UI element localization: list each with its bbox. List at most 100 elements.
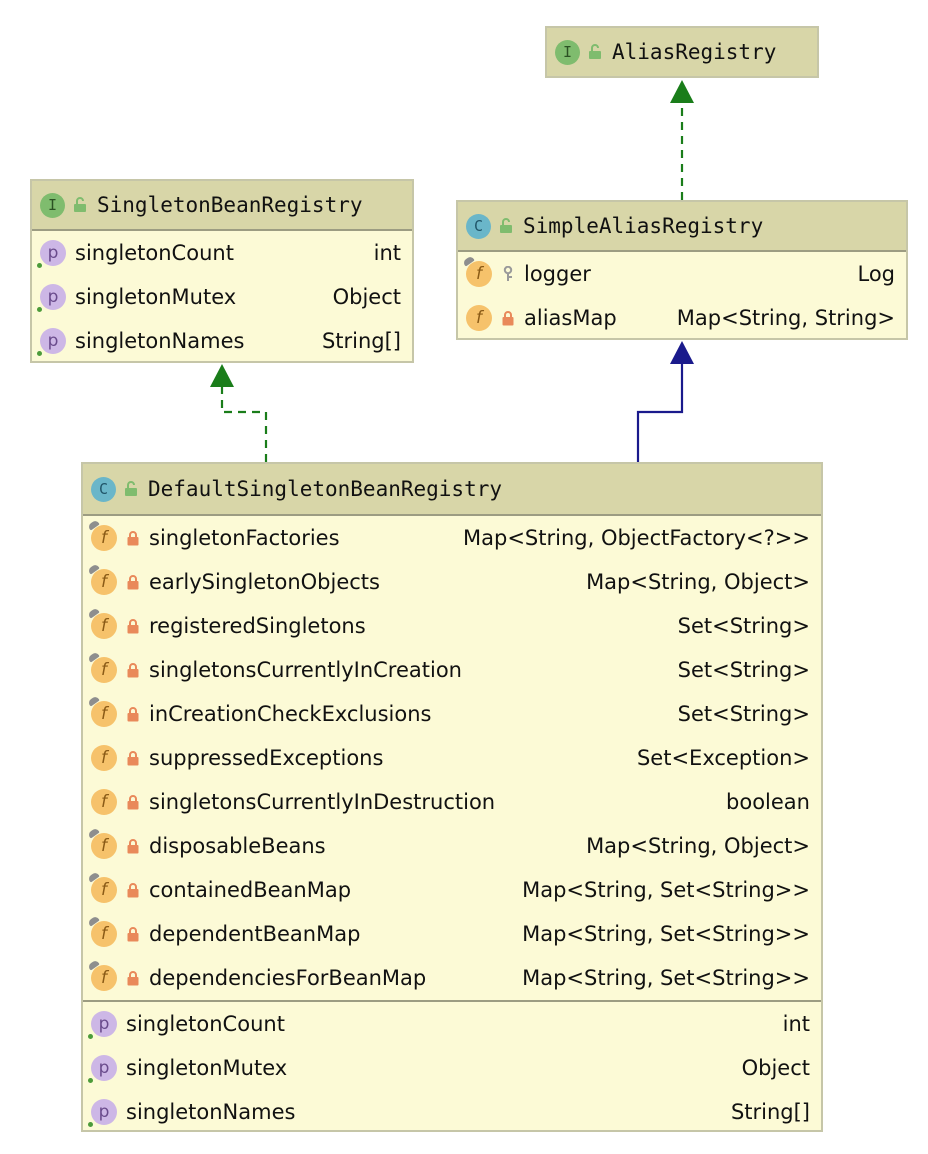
property-name: singletonNames [75,329,245,353]
field-icon: f [87,827,117,859]
default-singleton-bean-registry-node[interactable]: C DefaultSingletonBeanRegistry f singleto… [81,462,823,1132]
singleton-bean-registry-header[interactable]: I SingletonBeanRegistry [32,181,412,231]
field-type: Map<String, Set<String>> [522,878,810,902]
lock-icon [126,530,140,546]
field-name: suppressedExceptions [149,746,384,770]
field-row[interactable]: f logger Log [458,252,906,296]
public-unlock-icon [589,44,601,59]
field-row[interactable]: f aliasMap Map<String, String> [458,296,906,340]
lock-icon [126,706,140,722]
field-icon: f [91,745,117,771]
field-row[interactable]: f inCreationCheckExclusions Set<String> [83,692,821,736]
lock-icon [126,618,140,634]
property-row[interactable]: p singletonNames String[] [32,319,412,363]
class-icon: C [91,476,116,502]
property-icon: p [88,1011,117,1039]
field-row[interactable]: f earlySingletonObjects Map<String, Object… [83,560,821,604]
field-type: Set<String> [677,614,810,638]
field-type: Set<String> [677,702,810,726]
property-name: singletonNames [126,1100,296,1124]
arrowhead-simple-alias-registry [670,341,694,364]
field-name: singletonsCurrentlyInCreation [149,658,462,682]
property-name: singletonMutex [75,285,237,309]
field-name: singletonFactories [149,526,340,550]
arrowhead-singleton-bean-registry [210,364,234,387]
field-list: f singletonFactories Map<String, ObjectFac… [83,516,821,1000]
lock-icon [501,310,515,326]
singleton-bean-registry-node[interactable]: I SingletonBeanRegistry p singletonCount… [30,179,414,363]
field-row[interactable]: f disposableBeans Map<String, Object> [83,824,821,868]
simple-alias-registry-node[interactable]: C SimpleAliasRegistry f logger Log f ali… [456,200,908,340]
field-icon: f [87,607,117,639]
field-row[interactable]: f singletonFactories Map<String, ObjectFac… [83,516,821,560]
lock-icon [126,662,140,678]
property-icon: p [37,328,66,356]
property-icon: p [88,1099,117,1127]
field-type: Map<String, String> [676,306,895,330]
field-type: Map<String, Set<String>> [522,922,810,946]
property-icon: p [37,240,66,268]
field-icon: f [466,305,492,331]
field-icon: f [87,651,117,683]
field-icon: f [87,915,117,947]
field-type: Map<String, Set<String>> [522,966,810,990]
edge-default-implements-singleton [220,387,268,462]
default-singleton-bean-registry-header[interactable]: C DefaultSingletonBeanRegistry [83,464,821,516]
alias-registry-header[interactable]: I AliasRegistry [547,28,817,76]
field-type: Map<String, ObjectFactory<?>> [463,526,810,550]
public-unlock-icon [74,197,86,212]
field-name: aliasMap [524,306,617,330]
property-type: Object [741,1056,810,1080]
property-type: String[] [730,1100,810,1124]
field-type: boolean [726,790,810,814]
property-row[interactable]: p singletonCount int [32,231,412,275]
property-icon: p [37,284,66,312]
alias-registry-title: AliasRegistry [612,40,777,64]
field-name: disposableBeans [149,834,326,858]
field-type: Map<String, Object> [586,570,810,594]
property-row[interactable]: p singletonNames String[] [83,1090,821,1134]
property-type: int [373,241,401,265]
property-name: singletonCount [75,241,234,265]
property-type: String[] [321,329,401,353]
property-row[interactable]: p singletonMutex Object [32,275,412,319]
lock-icon [126,882,140,898]
field-icon: f [87,563,117,595]
singleton-bean-registry-title: SingletonBeanRegistry [97,193,363,217]
property-name: singletonCount [126,1012,285,1036]
field-name: logger [524,262,591,286]
field-type: Log [857,262,895,286]
field-icon: f [87,519,117,551]
property-row[interactable]: p singletonCount int [83,1002,821,1046]
interface-icon: I [555,39,580,65]
field-name: containedBeanMap [149,878,352,902]
edge-default-extends-simple-alias [636,364,684,462]
lock-icon [126,926,140,942]
alias-registry-node[interactable]: I AliasRegistry [545,26,819,78]
field-name: inCreationCheckExclusions [149,702,432,726]
field-name: singletonsCurrentlyInDestruction [149,790,496,814]
public-unlock-icon [500,218,512,233]
lock-icon [126,574,140,590]
lock-icon [126,750,140,766]
field-type: Set<Exception> [636,746,810,770]
field-name: earlySingletonObjects [149,570,380,594]
field-name: dependenciesForBeanMap [149,966,427,990]
field-row[interactable]: f suppressedExceptions Set<Exception> [83,736,821,780]
property-type: int [782,1012,810,1036]
section-divider [83,1000,821,1002]
field-icon: f [87,695,117,727]
field-type: Map<String, Object> [586,834,810,858]
public-unlock-icon [125,481,137,496]
simple-alias-registry-header[interactable]: C SimpleAliasRegistry [458,202,906,252]
property-icon: p [88,1055,117,1083]
